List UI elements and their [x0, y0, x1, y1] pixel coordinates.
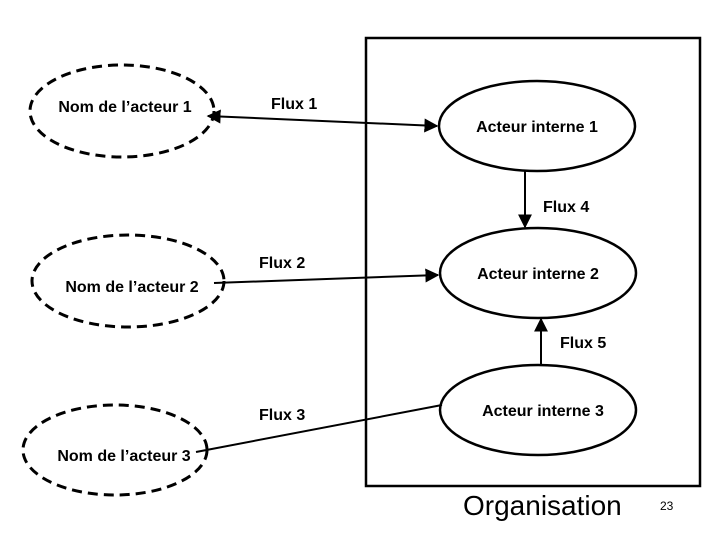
flow-2-line	[213, 268, 440, 284]
organisation-boundary	[364, 36, 702, 488]
external-actor-2-label: Nom de l’acteur 2	[65, 279, 198, 296]
flow-4-label: Flux 4	[543, 199, 589, 216]
flow-3-line	[195, 404, 443, 453]
external-actor-1-label: Nom de l’acteur 1	[58, 99, 191, 116]
external-actor-3-label: Nom de l’acteur 3	[57, 448, 190, 465]
internal-actor-1-node	[437, 79, 637, 173]
external-actor-2-node	[30, 233, 226, 329]
flow-3-label: Flux 3	[259, 407, 305, 424]
internal-actor-1-label: Acteur interne 1	[476, 119, 598, 136]
flow-1-label: Flux 1	[271, 96, 317, 113]
organisation-label: Organisation	[463, 490, 622, 521]
internal-actor-2-label: Acteur interne 2	[477, 266, 599, 283]
internal-actor-3-label: Acteur interne 3	[482, 403, 604, 420]
internal-actor-3-node	[438, 363, 638, 457]
page-number: 23	[660, 499, 674, 513]
flow-1-line	[206, 109, 439, 133]
flow-5-label: Flux 5	[560, 335, 606, 352]
flow-2-label: Flux 2	[259, 255, 305, 272]
